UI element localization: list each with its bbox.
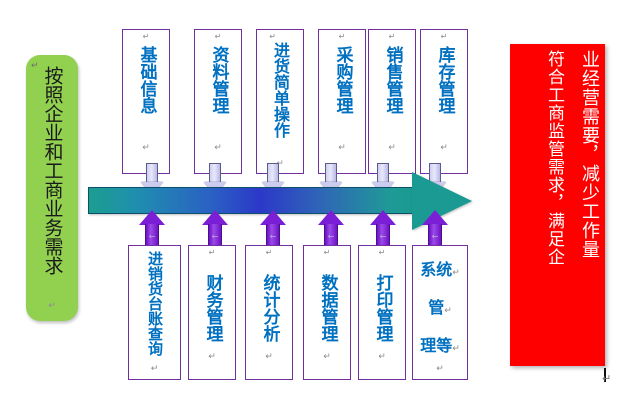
top-box-4-tick: ↵	[338, 32, 346, 41]
red-callout-column-left: 符合工商监管需求，满足企	[544, 50, 564, 266]
bottom-box-3-label: 统计分析	[259, 274, 280, 342]
top-box-6[interactable]: ↵ 库存管理 ↵	[420, 29, 468, 174]
bottom-box-5-tick: ↵	[378, 248, 386, 257]
up-arrow-4-mark: ←	[327, 232, 335, 241]
bottom-box-6-line-1: 系统↵	[413, 256, 467, 280]
bottom-box-1-end-mark: ↵	[150, 364, 159, 374]
top-box-3-tick: ↵	[269, 32, 276, 41]
top-box-3-label: 进货简单操作	[271, 42, 290, 138]
bottom-box-6-line-1-mark: ↵	[452, 268, 460, 278]
down-arrow-1-stem	[146, 163, 158, 183]
top-box-5[interactable]: ↵ 销售管理 ↵	[368, 29, 416, 174]
top-box-1-tick: ↵	[142, 32, 150, 41]
top-box-1-end-mark: ↵	[142, 143, 150, 153]
bottom-box-2-tick: ↵	[208, 248, 216, 257]
red-callout-column-right: 业经营需要，减少工作量	[579, 50, 600, 259]
bottom-box-4-tick: ↵	[323, 248, 331, 257]
top-box-6-tick: ↵	[440, 32, 448, 41]
top-box-6-label: 库存管理	[434, 46, 455, 114]
up-arrow-5-mark: ←	[379, 232, 387, 241]
red-callout-box[interactable]: 业经营需要，减少工作量 符合工商监管需求，满足企	[510, 44, 605, 366]
top-box-1-label: 基础信息	[136, 46, 157, 114]
green-callout-end-mark: ↵	[48, 301, 56, 311]
green-callout-text: 按照企业和工商业务需求	[41, 66, 64, 275]
bottom-box-1[interactable]: 进销货台账查询 ↵	[128, 245, 181, 380]
up-arrow-4-head	[318, 210, 344, 225]
bottom-box-6-end-mark: ↵	[436, 364, 444, 374]
bottom-box-3-tick: ↵	[265, 248, 273, 257]
process-flow-arrow-body	[88, 187, 418, 214]
up-arrow-6-mark: ←	[431, 232, 439, 241]
bottom-box-6[interactable]: 系统↵ 管↵ 理等↵ ↵	[412, 245, 468, 380]
up-arrow-2-head	[202, 210, 228, 225]
bottom-box-6-line-3-mark: ↵	[452, 344, 460, 354]
top-box-4-end-mark: ↵	[338, 143, 346, 153]
top-box-6-end-mark: ↵	[440, 143, 448, 153]
text-caret	[604, 368, 606, 382]
top-box-4-label: 采购管理	[332, 46, 353, 114]
bottom-box-4[interactable]: ↵ 数据管理 ↵	[303, 245, 351, 380]
bottom-box-5-label: 打印管理	[372, 274, 393, 342]
top-box-3[interactable]: ↵ 进货简单操作 ↵	[256, 29, 304, 174]
bottom-box-6-line-3-text: 理等	[420, 336, 453, 355]
bottom-box-6-line-2-text: 管	[428, 298, 445, 317]
bottom-box-2-end-mark: ↵	[208, 352, 216, 362]
down-arrow-4-stem	[325, 163, 337, 183]
bottom-box-6-line-3: 理等↵	[413, 332, 467, 356]
down-arrow-3-stem	[267, 163, 279, 183]
paragraph-mark-icon: ↵	[31, 61, 39, 71]
top-box-3-end-mark: ↵	[276, 159, 284, 169]
top-box-5-end-mark: ↵	[388, 143, 396, 153]
bottom-box-6-line-1-text: 系统	[420, 260, 453, 279]
cursor-paragraph-mark: ↵	[602, 372, 612, 385]
up-arrow-6-head	[422, 210, 448, 225]
bottom-box-2-label: 财务管理	[202, 274, 223, 342]
bottom-box-4-end-mark: ↵	[323, 352, 331, 362]
top-box-5-label: 销售管理	[382, 46, 403, 114]
down-arrow-2-stem	[209, 163, 221, 183]
bottom-box-1-label: 进销货台账查询	[146, 251, 164, 356]
up-arrow-5-head	[370, 210, 396, 225]
up-arrow-1-mark: ←	[148, 232, 156, 241]
bottom-box-5-end-mark: ↵	[378, 352, 386, 362]
top-box-2-label: 资料管理	[208, 46, 229, 114]
bottom-box-2[interactable]: ↵ 财务管理 ↵	[188, 245, 236, 380]
up-arrow-3-head	[260, 210, 286, 225]
top-box-2-tick: ↵	[214, 32, 222, 41]
bottom-box-5[interactable]: ↵ 打印管理 ↵	[358, 245, 406, 380]
top-box-2-end-mark: ↵	[214, 143, 222, 153]
green-callout-box[interactable]: ↵ 按照企业和工商业务需求 ↵	[26, 55, 78, 321]
bottom-box-6-line-2-mark: ↵	[444, 306, 452, 316]
up-arrow-1-head	[139, 210, 165, 225]
top-box-4[interactable]: ↵ 采购管理 ↵	[318, 29, 366, 174]
bottom-box-6-line-2: 管↵	[413, 294, 467, 318]
top-box-5-tick: ↵	[388, 32, 396, 41]
top-box-2[interactable]: ↵ 资料管理 ↵	[194, 29, 242, 174]
down-arrow-5-stem	[377, 163, 389, 183]
top-box-1[interactable]: ↵ 基础信息 ↵	[122, 29, 170, 174]
bottom-box-3[interactable]: ↵ 统计分析 ↵	[245, 245, 293, 380]
bottom-box-4-label: 数据管理	[317, 274, 338, 342]
up-arrow-3-mark: ←	[269, 232, 277, 241]
up-arrow-2-mark: ←	[211, 232, 219, 241]
bottom-box-3-end-mark: ↵	[265, 352, 273, 362]
